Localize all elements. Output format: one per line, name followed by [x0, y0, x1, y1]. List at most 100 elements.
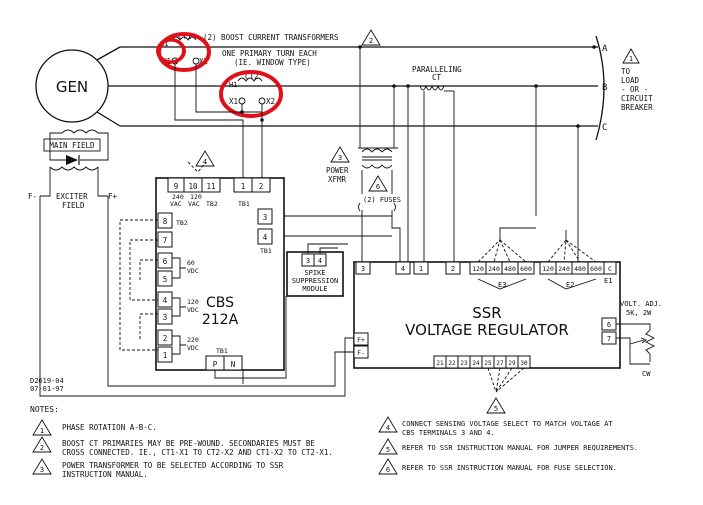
load-brace [595, 35, 605, 141]
ssr-term-30: 30 [520, 360, 528, 367]
cbs-name-line-2: 212A [202, 312, 239, 328]
fuses-label: (2) FUSES [363, 196, 401, 204]
note-marker-3-xfmr [330, 146, 350, 163]
e3-600: 600 [520, 265, 532, 273]
cbs-120-label: 120 [190, 193, 202, 201]
e3-label: E3 [498, 281, 506, 289]
load-line-2: LOAD [621, 76, 640, 85]
cbs-terminal-11-label: 11 [206, 182, 215, 191]
load-line-4: CIRCUIT [621, 94, 653, 103]
vdc-60-bracket [172, 257, 186, 279]
ct1-name: CT1 [178, 32, 192, 41]
ssr-term-29: 29 [508, 360, 516, 367]
note-1-number: 1 [40, 427, 44, 435]
main-field-box [43, 138, 101, 152]
exciter-label: EXCITER [56, 192, 88, 201]
cw-label: CW [642, 370, 651, 378]
ssr-term-24: 24 [472, 360, 480, 367]
cbs-tb1-top-label: TB1 [238, 200, 250, 208]
junction-dot [260, 118, 264, 122]
vdc-220-label: 220 [187, 336, 199, 344]
note-4-marker [378, 416, 398, 433]
e3-480: 480 [504, 265, 516, 273]
note-3-text-a: POWER TRANSFORMER TO BE SELECTED ACCORDI… [62, 461, 284, 470]
spike-line-1: SPIKE [304, 269, 325, 277]
cbs-left-8: 8 [163, 217, 168, 226]
e2-120: 120 [542, 265, 554, 273]
ct1-h1: H1 [160, 40, 168, 48]
ct-secondary-wire-2 [195, 64, 263, 182]
exciter-fplus-to-ssr [107, 222, 354, 387]
xfmr-secondary-coil [361, 164, 393, 169]
cbs-tb2-left-label: TB2 [176, 219, 188, 227]
drawing-date: 07-01-97 [30, 385, 64, 393]
note-6-text: REFER TO SSR INSTRUCTION MANUAL FOR FUSE… [402, 464, 617, 472]
cbs-terminal-p-label: P [213, 360, 218, 369]
e2-240: 240 [558, 265, 570, 273]
cbs-left-3: 3 [163, 313, 168, 322]
e2-selector-fan [547, 238, 597, 263]
note-1-text: PHASE ROTATION A-B-C. [62, 423, 157, 432]
marker-5-text: 5 [494, 405, 498, 413]
paralleling-ct-winding [419, 84, 445, 91]
marker-2-text: 2 [369, 37, 373, 45]
ct2-winding [237, 77, 263, 82]
ssr-title: SSR [472, 304, 501, 322]
ssr-f-minus [353, 345, 369, 359]
ssr-term-2: 2 [451, 265, 455, 273]
cbs-power-wiring [214, 296, 287, 384]
marker-4-text: 4 [203, 158, 207, 166]
vdc-120-bracket [172, 297, 186, 317]
ssr-terminal-6-label: 6 [607, 321, 611, 329]
fuse-leads [361, 170, 393, 194]
load-line-3: - OR - [621, 85, 648, 94]
note-2-text-a: BOOST CT PRIMARIES MAY BE PRE-WOUND. SEC… [62, 439, 315, 448]
rheostat-wiper [629, 339, 645, 345]
ct1-winding [171, 36, 197, 41]
e3-120: 120 [472, 265, 484, 273]
e2-label: E2 [566, 281, 574, 289]
volt-adj-label: VOLT. ADJ. [620, 300, 662, 308]
marker-1-text: 1 [629, 55, 633, 63]
cbs-name-line-1: CBS [206, 295, 234, 311]
spike-terminal-4-label: 4 [318, 257, 322, 265]
cbs-terminal-r3 [257, 208, 273, 225]
vdc-60-label: 60 [187, 259, 195, 267]
generator-label: GEN [56, 78, 88, 96]
cbs-terminal-r3-label: 3 [263, 213, 268, 222]
cbs-left-4: 4 [163, 296, 168, 305]
ssr-term-21: 21 [436, 360, 444, 367]
phase-a-label: A [602, 44, 608, 54]
note-3-number: 3 [40, 466, 44, 474]
ssr-term-1: 1 [419, 265, 423, 273]
f-minus-label: F- [28, 192, 37, 201]
ssr-f-minus-label: F- [357, 349, 365, 357]
fuse-symbols [358, 202, 396, 212]
e3-240: 240 [488, 265, 500, 273]
note-6-number: 6 [386, 466, 390, 474]
note-marker-2-top [361, 29, 381, 46]
junction-dot [240, 110, 244, 114]
cbs-terminal-9-label: 9 [174, 182, 179, 191]
main-field-label: MAIN FIELD [49, 141, 95, 150]
cbs-left-5: 5 [163, 275, 168, 284]
note-4-text-b: CBS TERMINALS 3 AND 4. [402, 429, 495, 437]
e2-480: 480 [574, 265, 586, 273]
cbs-tb1-label-2: 2 [259, 182, 264, 191]
spike-line-2: SUPPRESSION [292, 277, 338, 285]
vdc-jumper-options [119, 219, 158, 351]
volt-adj-rating: 5K, 2W [626, 309, 652, 317]
note-5-text: REFER TO SSR INSTRUCTION MANUAL FOR JUMP… [402, 444, 638, 452]
ssr-term-22: 22 [448, 360, 456, 367]
cbs-sense-wires [283, 215, 392, 237]
note-2-marker [32, 436, 52, 453]
cbs-terminal-11 [201, 177, 221, 193]
cbs-terminal-r4-label: 4 [263, 233, 268, 242]
ct2-x2-terminal [258, 97, 266, 105]
ssr-bottom-terminals [433, 355, 531, 369]
ct2-highlight-ring [219, 70, 283, 118]
phase-c-label: C [602, 123, 607, 133]
e2-600: 600 [590, 265, 602, 273]
